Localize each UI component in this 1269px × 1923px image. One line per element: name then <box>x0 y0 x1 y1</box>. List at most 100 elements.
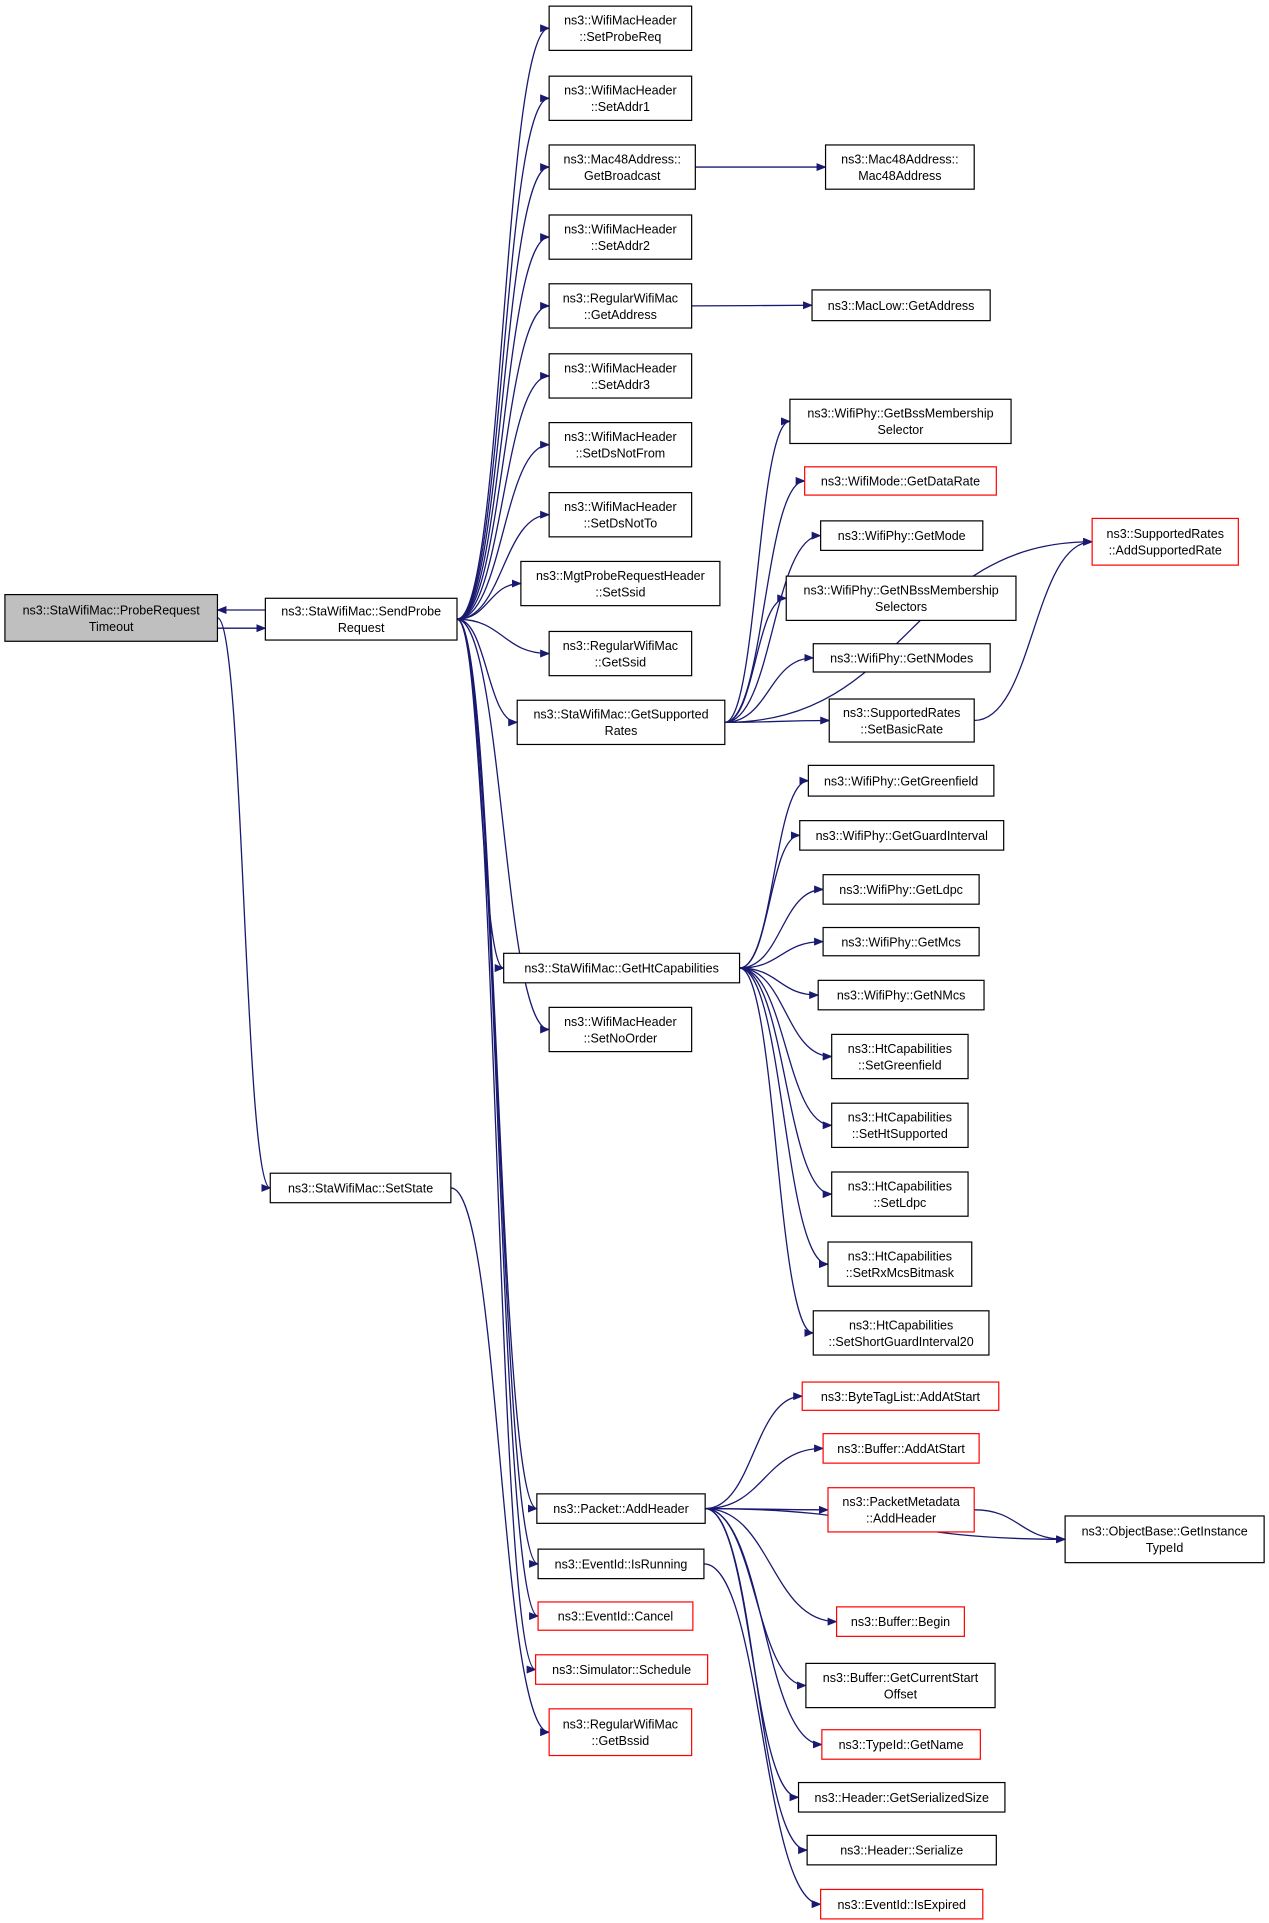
node-ht-set-short-guard[interactable]: ns3::HtCapabilities::SetShortGuardInterv… <box>812 1310 990 1356</box>
node-label-line: ns3::StaWifiMac::SendProbe <box>281 605 441 619</box>
node-ht-set-greenfield[interactable]: ns3::HtCapabilities::SetGreenfield <box>831 1033 969 1080</box>
node-box <box>4 593 219 642</box>
edge-set-state-to-get-bssid <box>450 1187 551 1737</box>
node-get-bssid[interactable]: ns3::RegularWifiMac::GetBssid <box>548 1708 693 1757</box>
node-ht-set-ht-supported[interactable]: ns3::HtCapabilities::SetHtSupported <box>831 1102 969 1149</box>
node-set-addr3[interactable]: ns3::WifiMacHeader::SetAddr3 <box>548 353 693 399</box>
node-label-line: Timeout <box>89 620 134 634</box>
edge-packet-add-header-to-header-serialize <box>705 1507 809 1855</box>
edge-get-ht-capabilities-to-ht-set-ht-supported <box>739 967 833 1130</box>
edge-packet-add-header-to-type-id-get-name <box>705 1507 823 1749</box>
node-set-addr2[interactable]: ns3::WifiMacHeader::SetAddr2 <box>548 214 693 260</box>
node-get-mcs[interactable]: ns3::WifiPhy::GetMcs <box>822 926 980 957</box>
node-get-mode[interactable]: ns3::WifiPhy::GetMode <box>820 520 984 551</box>
node-get-nmodes[interactable]: ns3::WifiPhy::GetNModes <box>812 643 991 673</box>
node-get-ssid[interactable]: ns3::RegularWifiMac::GetSsid <box>548 630 693 677</box>
node-get-broadcast[interactable]: ns3::Mac48Address::GetBroadcast <box>548 144 696 190</box>
node-label-line: ns3::Mac48Address:: <box>564 152 681 166</box>
edge-send-probe-to-set-addr3 <box>456 371 551 620</box>
node-label-line: ns3::Buffer::Begin <box>851 1615 950 1629</box>
node-buffer-begin[interactable]: ns3::Buffer::Begin <box>836 1606 965 1637</box>
node-box <box>520 560 721 607</box>
node-label-line: ns3::Header::Serialize <box>840 1844 963 1858</box>
node-get-address[interactable]: ns3::RegularWifiMac::GetAddress <box>548 283 693 329</box>
node-get-nmcs[interactable]: ns3::WifiPhy::GetNMcs <box>817 979 985 1011</box>
node-label-line: ::SetAddr2 <box>591 239 650 253</box>
edge-event-is-running-to-event-is-expired <box>703 1563 822 1909</box>
node-get-greenfield[interactable]: ns3::WifiPhy::GetGreenfield <box>807 764 995 797</box>
node-header-serialize[interactable]: ns3::Header::Serialize <box>806 1834 997 1866</box>
edge-packet-add-header-to-buffer-add-at-start <box>705 1444 825 1510</box>
edge-send-probe-to-get-supported-rates <box>456 618 519 727</box>
node-label-line: ns3::StaWifiMac::SetState <box>288 1182 433 1196</box>
edge-probe-timeout-to-set-state <box>216 617 272 1192</box>
node-buffer-add-at-start[interactable]: ns3::Buffer::AddAtStart <box>822 1433 980 1464</box>
node-label-line: ::SetAddr3 <box>591 378 650 392</box>
node-ht-set-rx-mcs-bitmask[interactable]: ns3::HtCapabilities::SetRxMcsBitmask <box>827 1241 973 1287</box>
node-byte-tag-add-at-start[interactable]: ns3::ByteTagList::AddAtStart <box>801 1381 1000 1411</box>
node-label-line: ns3::Buffer::GetCurrentStart <box>823 1671 979 1685</box>
node-box <box>824 144 975 190</box>
node-ht-set-ldpc[interactable]: ns3::HtCapabilities::SetLdpc <box>831 1171 969 1217</box>
node-packet-add-header[interactable]: ns3::Packet::AddHeader <box>536 1493 706 1524</box>
edge-get-ht-capabilities-to-ht-set-short-guard <box>739 967 815 1337</box>
node-box <box>812 643 991 673</box>
node-label-line: ns3::WifiMacHeader <box>564 500 677 514</box>
node-get-ldpc[interactable]: ns3::WifiPhy::GetLdpc <box>822 874 980 905</box>
edge-send-probe-to-set-ds-not-to <box>457 510 551 620</box>
node-get-guard-interval[interactable]: ns3::WifiPhy::GetGuardInterval <box>799 820 1005 851</box>
node-get-ht-capabilities[interactable]: ns3::StaWifiMac::GetHtCapabilities <box>503 952 741 984</box>
node-event-cancel[interactable]: ns3::EventId::Cancel <box>537 1601 694 1631</box>
node-mac48-ctor[interactable]: ns3::Mac48Address::Mac48Address <box>824 144 975 190</box>
node-event-is-running[interactable]: ns3::EventId::IsRunning <box>537 1548 705 1580</box>
node-set-probe-req[interactable]: ns3::WifiMacHeader::SetProbeReq <box>548 5 693 51</box>
node-box <box>799 820 1005 851</box>
node-label-line: ns3::MgtProbeRequestHeader <box>536 569 705 583</box>
edge-get-supported-rates-to-get-nmodes <box>724 653 815 724</box>
node-set-ds-not-to[interactable]: ns3::WifiMacHeader::SetDsNotTo <box>548 492 693 538</box>
node-set-basic-rate[interactable]: ns3::SupportedRates::SetBasicRate <box>828 698 975 743</box>
node-label-line: ns3::HtCapabilities <box>848 1042 952 1056</box>
node-header-get-serialized-size[interactable]: ns3::Header::GetSerializedSize <box>797 1781 1006 1813</box>
node-box <box>831 1171 969 1217</box>
node-box <box>1064 1515 1265 1564</box>
node-box <box>804 466 997 496</box>
node-label-line: ::SetNoOrder <box>584 1031 658 1045</box>
node-label-line: ns3::StaWifiMac::GetHtCapabilities <box>524 962 719 976</box>
node-box <box>548 75 693 121</box>
node-set-ssid[interactable]: ns3::MgtProbeRequestHeader::SetSsid <box>520 560 721 607</box>
node-set-addr1[interactable]: ns3::WifiMacHeader::SetAddr1 <box>548 75 693 121</box>
node-box <box>548 422 693 468</box>
node-label-line: ns3::HtCapabilities <box>848 1249 952 1263</box>
node-add-supported-rate[interactable]: ns3::SupportedRates::AddSupportedRate <box>1091 517 1239 566</box>
node-get-data-rate[interactable]: ns3::WifiMode::GetDataRate <box>804 466 997 496</box>
node-mac-low-get-address[interactable]: ns3::MacLow::GetAddress <box>811 289 991 322</box>
node-label-line: ns3::WifiPhy::GetBssMembership <box>807 407 993 421</box>
node-box <box>820 1888 984 1920</box>
edge-pm-add-header-to-get-instance-type-id <box>974 1509 1067 1544</box>
node-pm-add-header[interactable]: ns3::PacketMetadata::AddHeader <box>827 1487 975 1533</box>
node-type-id-get-name[interactable]: ns3::TypeId::GetName <box>821 1729 981 1760</box>
node-label-line: ns3::WifiMacHeader <box>564 84 677 98</box>
node-label-line: ns3::RegularWifiMac <box>563 291 678 305</box>
node-box <box>548 283 693 329</box>
node-sim-schedule[interactable]: ns3::Simulator::Schedule <box>535 1654 709 1685</box>
node-set-no-order[interactable]: ns3::WifiMacHeader::SetNoOrder <box>548 1006 693 1053</box>
node-label-line: ::SetAddr1 <box>591 100 650 114</box>
node-event-is-expired[interactable]: ns3::EventId::IsExpired <box>820 1888 984 1920</box>
node-label-line: ns3::WifiPhy::GetMode <box>838 529 966 543</box>
node-box <box>548 353 693 399</box>
node-box <box>537 1548 705 1580</box>
node-label-line: ns3::EventId::Cancel <box>558 1610 673 1624</box>
node-set-state[interactable]: ns3::StaWifiMac::SetState <box>269 1172 452 1204</box>
node-label-line: ns3::SupportedRates <box>843 706 960 720</box>
node-set-ds-not-from[interactable]: ns3::WifiMacHeader::SetDsNotFrom <box>548 422 693 468</box>
